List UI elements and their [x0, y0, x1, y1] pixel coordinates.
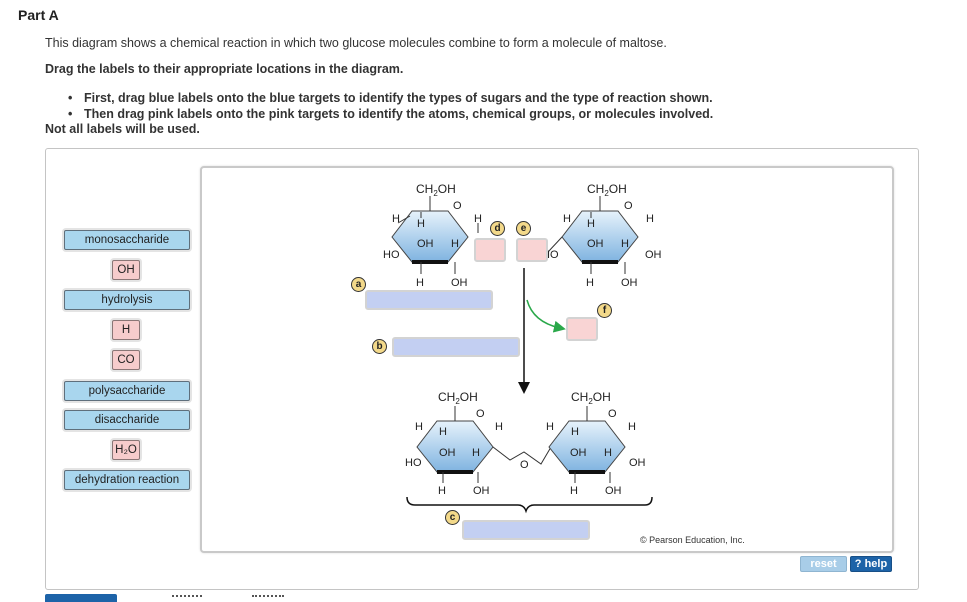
help-label: ? help — [854, 558, 888, 570]
svg-text:CH2OH: CH2OH — [438, 390, 478, 406]
help-button[interactable]: ? help — [850, 556, 892, 572]
target-letter-b: b — [372, 339, 387, 354]
svg-text:H: H — [570, 485, 578, 497]
svg-text:H: H — [546, 421, 554, 433]
label-polysaccharide[interactable]: polysaccharide — [64, 381, 190, 401]
svg-text:H: H — [415, 421, 423, 433]
svg-text:H: H — [621, 238, 629, 250]
svg-text:OH: OH — [417, 238, 434, 250]
submit-button[interactable] — [45, 594, 117, 602]
label-oh[interactable]: OH — [112, 260, 140, 280]
maltose-molecule: CH2OH O H H H OH H HO H OH O CH2OH O H H… — [405, 390, 646, 497]
svg-text:OH: OH — [645, 249, 662, 261]
svg-text:O: O — [520, 459, 529, 471]
label-monosaccharide[interactable]: monosaccharide — [64, 230, 190, 250]
target-a[interactable] — [365, 290, 493, 310]
label-hydrolysis[interactable]: hydrolysis — [64, 290, 190, 310]
svg-text:O: O — [608, 408, 617, 420]
svg-text:H: H — [604, 447, 612, 459]
svg-text:H: H — [472, 447, 480, 459]
label-co[interactable]: CO — [112, 350, 140, 370]
svg-text:HO: HO — [405, 457, 422, 469]
svg-text:H: H — [571, 426, 579, 438]
label-h[interactable]: H — [112, 320, 140, 340]
svg-text:H: H — [417, 218, 425, 230]
copyright-text: © Pearson Education, Inc. — [640, 535, 745, 545]
ch2oh-text: CH2OH — [416, 182, 456, 198]
svg-text:CH2OH: CH2OH — [587, 182, 627, 198]
svg-text:OH: OH — [570, 447, 587, 459]
bullet-item: First, drag blue labels onto the blue ta… — [62, 90, 713, 106]
svg-text:H: H — [587, 218, 595, 230]
svg-text:H: H — [451, 238, 459, 250]
target-letter-f: f — [597, 303, 612, 318]
svg-text:H: H — [563, 213, 571, 225]
instruction-bullets: First, drag blue labels onto the blue ta… — [62, 90, 713, 122]
svg-text:OH: OH — [621, 277, 638, 289]
svg-text:H: H — [628, 421, 636, 433]
svg-text:O: O — [624, 200, 633, 212]
svg-text:H: H — [474, 213, 482, 225]
bullet-item: Then drag pink labels onto the pink targ… — [62, 106, 713, 122]
target-d[interactable] — [474, 238, 506, 262]
label-dehydration-reaction[interactable]: dehydration reaction — [64, 470, 190, 490]
target-c[interactable] — [462, 520, 590, 540]
svg-text:H: H — [438, 485, 446, 497]
svg-text:H: H — [392, 213, 400, 225]
question-note: Not all labels will be used. — [45, 122, 200, 136]
svg-text:OH: OH — [473, 485, 490, 497]
reset-button[interactable]: reset — [800, 556, 847, 572]
svg-text:H: H — [495, 421, 503, 433]
svg-text:OH: OH — [451, 277, 468, 289]
question-instruction: Drag the labels to their appropriate loc… — [45, 62, 404, 76]
diagram-panel — [200, 166, 894, 553]
target-b[interactable] — [392, 337, 520, 357]
target-f[interactable] — [566, 317, 598, 341]
hints-link[interactable] — [172, 595, 202, 598]
svg-text:OH: OH — [587, 238, 604, 250]
svg-text:H: H — [646, 213, 654, 225]
label-disaccharide[interactable]: disaccharide — [64, 410, 190, 430]
reset-label: reset — [810, 558, 837, 570]
target-letter-c: c — [445, 510, 460, 525]
give-up-link[interactable] — [252, 595, 284, 598]
svg-text:O: O — [476, 408, 485, 420]
svg-text:H: H — [416, 277, 424, 289]
glucose-molecule-1: CH2OH O H H H OH H HO H OH — [383, 182, 482, 289]
target-letter-a: a — [351, 277, 366, 292]
svg-text:O: O — [453, 200, 462, 212]
question-description: This diagram shows a chemical reaction i… — [45, 36, 667, 50]
svg-text:H: H — [586, 277, 594, 289]
svg-text:OH: OH — [629, 457, 646, 469]
byproduct-arrow — [526, 299, 566, 333]
part-title: Part A — [18, 7, 59, 23]
svg-text:OH: OH — [605, 485, 622, 497]
svg-text:HO: HO — [383, 249, 400, 261]
svg-text:H: H — [439, 426, 447, 438]
target-letter-e: e — [516, 221, 531, 236]
target-e[interactable] — [516, 238, 548, 262]
svg-text:OH: OH — [439, 447, 456, 459]
maltose-brace — [406, 496, 653, 514]
label-h2o[interactable]: H₂O — [112, 440, 140, 460]
target-letter-d: d — [490, 221, 505, 236]
svg-text:CH2OH: CH2OH — [571, 390, 611, 406]
glucose-molecule-2: CH2OH O H H H OH H OH HO H OH — [542, 182, 662, 289]
